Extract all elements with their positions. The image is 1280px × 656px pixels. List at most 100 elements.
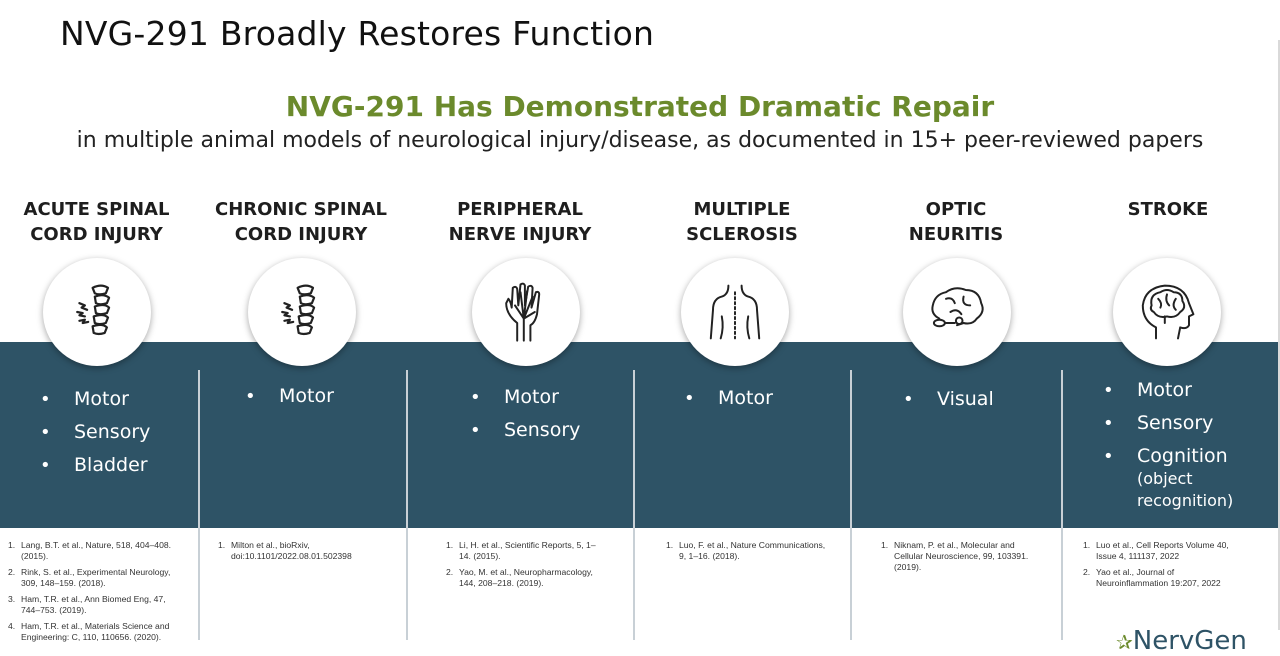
reference-text: Luo, F. et al., Nature Communications, 9… [679, 540, 826, 561]
bullet-band [0, 342, 1280, 528]
column-title-line2: CORD INJURY [234, 224, 368, 245]
column-divider [633, 370, 635, 640]
column-title-line1: STROKE [1127, 199, 1209, 220]
reference-list: 1.Luo et al., Cell Reports Volume 40, Is… [1083, 540, 1248, 594]
column-divider [406, 370, 408, 640]
icon-circle [1113, 258, 1221, 366]
icon-circle [43, 258, 151, 366]
column-title-line1: MULTIPLE [693, 199, 791, 220]
icon-circle [681, 258, 789, 366]
reference-text: Rink, S. et al., Experimental Neurology,… [21, 567, 171, 588]
reference-item: 1. Milton et al., bioRxiv, doi:10.1101/20… [218, 540, 393, 562]
reference-number: 2. [8, 567, 16, 577]
reference-number: 3. [8, 594, 16, 604]
column-peripheral-nerve-injury: PERIPHERAL NERVE INJURY Motor Sensory 1.… [408, 0, 632, 646]
bullet-list: Motor Sensory Bladder [40, 388, 150, 487]
icon-circle [248, 258, 356, 366]
bullet-list: Motor [684, 387, 773, 420]
headline: NVG-291 Has Demonstrated Dramatic Repair [285, 90, 995, 123]
reference-text: Li, H. et al., Scientific Reports, 5, 1–… [459, 540, 596, 561]
spine-injury-icon [281, 284, 316, 336]
reference-text: Yao, M. et al., Neuropharmacology, 144, … [459, 567, 593, 588]
column-title: OPTIC NEURITIS [853, 197, 1059, 247]
bullet-item: Cognition (object recognition) [1103, 445, 1268, 512]
reference-item: 1. Li, H. et al., Scientific Reports, 5, … [446, 540, 601, 562]
column-title-line1: CHRONIC SPINAL [215, 199, 387, 220]
bullet-item: Sensory [470, 419, 580, 442]
reference-number: 1. [881, 540, 889, 550]
bullet-list: Motor [245, 385, 334, 418]
bullet-list: Motor Sensory [470, 386, 580, 452]
column-divider [850, 370, 852, 640]
bullet-list: Visual [903, 388, 994, 421]
reference-list: 1. Lang, B.T. et al., Nature, 518, 404–40… [8, 540, 186, 648]
bullet-item: Visual [903, 388, 994, 411]
column-title: MULTIPLE SCLEROSIS [636, 197, 848, 247]
human-back-spine-icon [709, 284, 761, 340]
reference-number: 2. [446, 567, 454, 577]
hand-nerves-icon [505, 282, 541, 342]
spine-injury-icon [76, 284, 111, 336]
bullet-list: Motor Sensory Cognition (object recognit… [1103, 379, 1268, 522]
bullet-item: Sensory [40, 421, 150, 444]
reference-text: Ham, T.R. et al., Materials Science and … [21, 621, 170, 642]
reference-item: 3. Ham, T.R. et al., Ann Biomed Eng, 47, … [8, 594, 186, 616]
reference-text: Lang, B.T. et al., Nature, 518, 404–408.… [21, 540, 172, 561]
column-title-line1: ACUTE SPINAL [23, 199, 170, 220]
reference-item: 4. Ham, T.R. et al., Materials Science an… [8, 621, 186, 643]
column-title-line1: OPTIC [925, 199, 987, 220]
reference-item: 2. Yao et al., Journal of Neuroinflammati… [1083, 567, 1248, 589]
reference-number: 2. [1083, 567, 1091, 577]
column-multiple-sclerosis: MULTIPLE SCLEROSIS Motor 1. Luo, F. et al… [636, 0, 848, 646]
column-title: PERIPHERAL NERVE INJURY [408, 197, 632, 247]
column-title-line2: SCLEROSIS [686, 224, 798, 245]
reference-list: 1. Niknam, P. et al., Molecular and Cellu… [881, 540, 1041, 578]
reference-list: 1. Luo, F. et al., Nature Communications,… [666, 540, 826, 567]
column-divider [198, 370, 200, 640]
reference-item: 1.Luo et al., Cell Reports Volume 40, Is… [1083, 540, 1248, 562]
company-logo: ✰NervGen [1116, 626, 1247, 656]
bullet-item: Motor [1103, 379, 1268, 402]
bullet-item: Motor [40, 388, 150, 411]
reference-item: 1. Lang, B.T. et al., Nature, 518, 404–40… [8, 540, 186, 562]
reference-item: 1. Luo, F. et al., Nature Communications,… [666, 540, 826, 562]
column-title-line1: PERIPHERAL [457, 199, 583, 220]
column-optic-neuritis: OPTIC NEURITIS Visual 1. Niknam, P. et al… [853, 0, 1059, 646]
column-title-line2: NEURITIS [908, 224, 1004, 245]
reference-number: 1. [446, 540, 454, 550]
reference-item: 2. Rink, S. et al., Experimental Neurolog… [8, 567, 186, 589]
bullet-item: Motor [470, 386, 580, 409]
icon-circle [903, 258, 1011, 366]
reference-text: Ham, T.R. et al., Ann Biomed Eng, 47, 74… [21, 594, 166, 615]
reference-item: 1. Niknam, P. et al., Molecular and Cellu… [881, 540, 1041, 573]
bullet-item: Motor [684, 387, 773, 410]
reference-text: Niknam, P. et al., Molecular and Cellula… [894, 540, 1029, 572]
reference-list: 1. Milton et al., bioRxiv, doi:10.1101/20… [218, 540, 393, 567]
logo-text: NervGen [1132, 626, 1247, 656]
column-acute-spinal-cord-injury: ACUTE SPINAL CORD INJURY Motor Sensory B… [0, 0, 193, 646]
reference-text: Yao et al., Journal of Neuroinflammation… [1096, 567, 1221, 588]
reference-number: 1. [8, 540, 16, 550]
reference-list: 1. Li, H. et al., Scientific Reports, 5, … [446, 540, 601, 594]
column-divider [1061, 370, 1063, 640]
bullet-item: Bladder [40, 454, 150, 477]
slide-title: NVG-291 Broadly Restores Function [60, 14, 655, 53]
column-title: ACUTE SPINAL CORD INJURY [0, 197, 193, 247]
reference-number: 1. [218, 540, 226, 550]
reference-number: 1. [666, 540, 674, 550]
star-icon: ✰ [1116, 630, 1133, 654]
bullet-item: Sensory [1103, 412, 1268, 435]
reference-number: 1. [1083, 540, 1091, 550]
reference-text: Milton et al., bioRxiv, doi:10.1101/2022… [231, 540, 352, 561]
right-edge-line [1278, 40, 1280, 630]
column-chronic-spinal-cord-injury: CHRONIC SPINAL CORD INJURY Motor 1. Milto… [200, 0, 402, 646]
brain-eye-icon [931, 287, 984, 328]
column-title: STROKE [1063, 197, 1273, 222]
icon-circle [472, 258, 580, 366]
bullet-item: Motor [245, 385, 334, 408]
bullet-item-text: Cognition [1137, 445, 1228, 467]
reference-number: 4. [8, 621, 16, 631]
column-stroke: STROKE Motor Sensory Cognition (object r… [1063, 0, 1273, 646]
reference-item: 2. Yao, M. et al., Neuropharmacology, 144… [446, 567, 601, 589]
column-title-line2: CORD INJURY [30, 224, 163, 245]
